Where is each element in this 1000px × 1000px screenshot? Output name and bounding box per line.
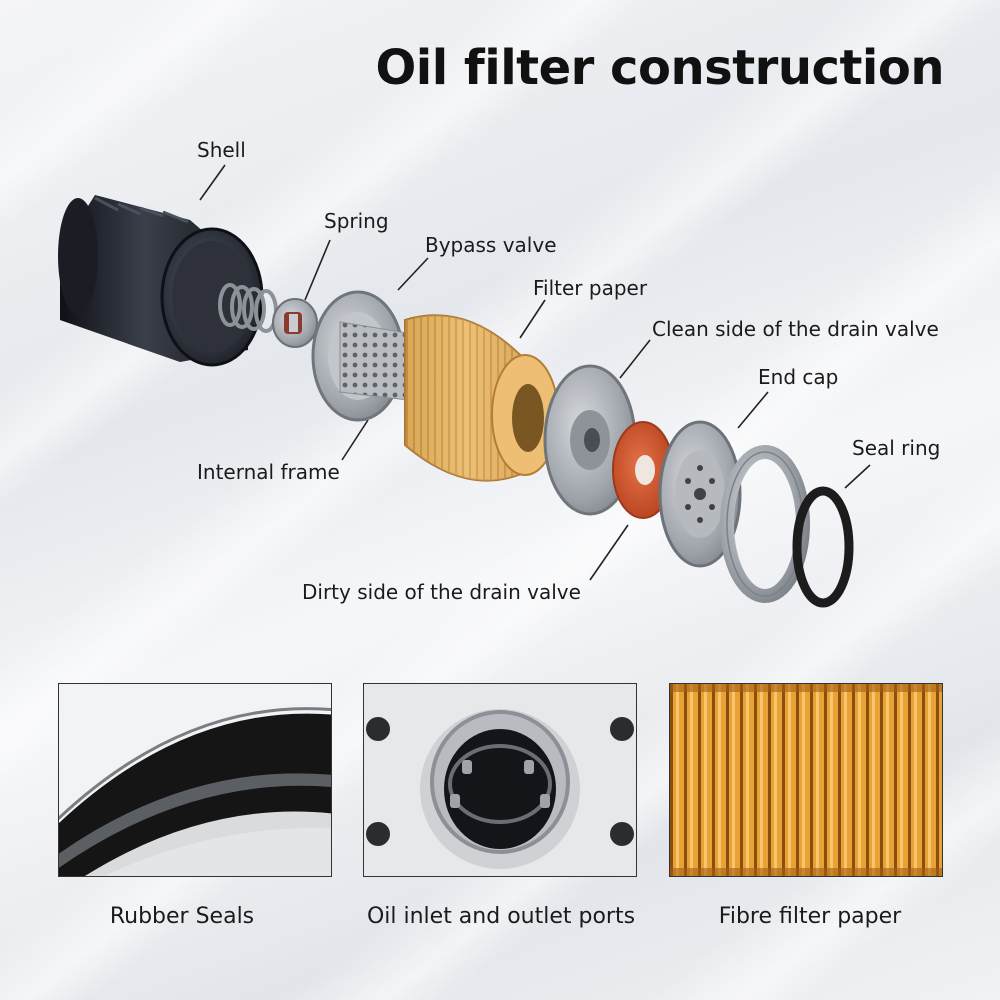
label-seal-ring: Seal ring xyxy=(852,436,941,460)
caption-fibre-paper: Fibre filter paper xyxy=(718,904,902,929)
label-dirty-side-drain-valve: Dirty side of the drain valve xyxy=(302,580,581,604)
detail-panel-ports xyxy=(363,683,637,877)
label-filter-paper: Filter paper xyxy=(533,276,648,300)
caption-rubber-seals: Rubber Seals xyxy=(109,904,255,929)
detail-panel-fibre-paper xyxy=(669,683,943,877)
label-end-cap: End cap xyxy=(758,365,839,389)
seal-ring-part xyxy=(792,486,854,608)
label-clean-side-drain-valve: Clean side of the drain valve xyxy=(652,317,939,341)
label-bypass-valve: Bypass valve xyxy=(425,233,557,257)
caption-ports: Oil inlet and outlet ports xyxy=(366,904,636,929)
detail-panel-rubber-seals xyxy=(58,683,332,877)
shell-part xyxy=(58,195,264,367)
label-internal-frame: Internal frame xyxy=(197,460,340,484)
page-title: Oil filter construction xyxy=(375,40,944,96)
end-cap-part xyxy=(658,420,742,568)
retaining-ring-part xyxy=(720,445,810,603)
bypass-valve-part xyxy=(311,290,426,422)
clean-side-drain-valve-part xyxy=(543,364,637,516)
label-spring: Spring xyxy=(324,209,389,233)
exploded-diagram xyxy=(58,164,871,608)
dirty-side-drain-valve-part xyxy=(612,421,674,519)
spring-part xyxy=(218,283,278,333)
filter-paper-part xyxy=(404,314,559,482)
label-shell: Shell xyxy=(197,138,246,162)
spring-valve-part xyxy=(272,298,318,348)
